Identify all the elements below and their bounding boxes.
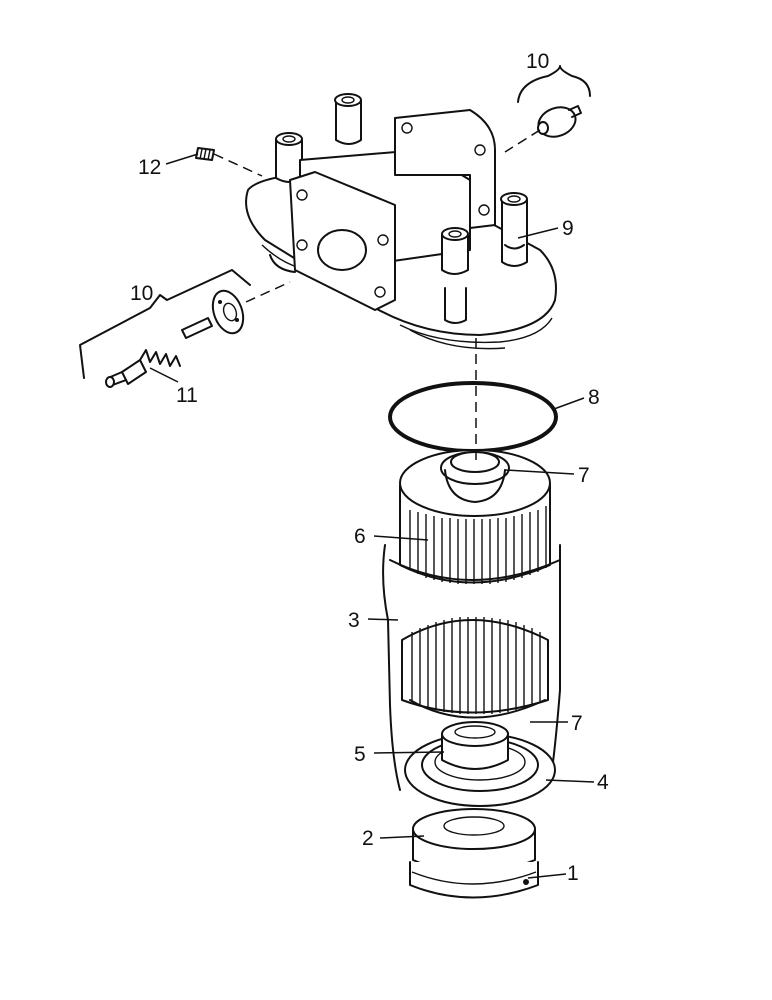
leader-2 xyxy=(379,835,425,839)
callout-7-top: 7 xyxy=(578,464,590,487)
relief-valve-assembly xyxy=(105,289,245,388)
callout-10-left: 10 xyxy=(130,282,153,305)
o-ring-part-8 xyxy=(388,381,558,453)
plug-part-10-top xyxy=(537,105,582,138)
drain-plug-part-1 xyxy=(409,861,539,899)
leader-4 xyxy=(545,779,595,783)
set-screw-part-12 xyxy=(195,147,215,161)
bracket-10-top xyxy=(517,65,591,103)
callout-11: 11 xyxy=(176,384,198,407)
callout-5: 5 xyxy=(354,743,366,766)
assembly-line-valve xyxy=(245,281,291,303)
leader-9 xyxy=(517,227,559,239)
callout-12: 12 xyxy=(138,156,161,179)
callout-7-bottom: 7 xyxy=(571,712,583,735)
leader-11 xyxy=(149,367,179,383)
leader-1 xyxy=(527,873,567,879)
filter-head-part-9 xyxy=(245,93,557,350)
callout-1: 1 xyxy=(567,862,579,885)
callout-9: 9 xyxy=(562,217,574,240)
assembly-line-screw xyxy=(213,153,263,177)
callout-4: 4 xyxy=(597,771,609,794)
leader-6 xyxy=(373,535,429,541)
leader-7-top xyxy=(504,469,575,475)
filter-element-part-6 xyxy=(399,449,551,584)
filter-bowl-part-3 xyxy=(382,544,561,791)
callout-10-top: 10 xyxy=(526,50,549,73)
leader-12 xyxy=(165,153,199,165)
callout-2: 2 xyxy=(362,827,374,850)
callout-3: 3 xyxy=(348,609,360,632)
seal-part-7-bottom xyxy=(409,699,546,719)
leader-8 xyxy=(553,397,585,410)
callout-8: 8 xyxy=(588,386,600,409)
bracket-10-left xyxy=(79,269,251,379)
callout-6: 6 xyxy=(354,525,366,548)
assembly-line-plug xyxy=(504,129,541,153)
spring-part-5 xyxy=(441,721,509,770)
leader-5 xyxy=(373,751,445,754)
leader-3 xyxy=(367,618,399,621)
